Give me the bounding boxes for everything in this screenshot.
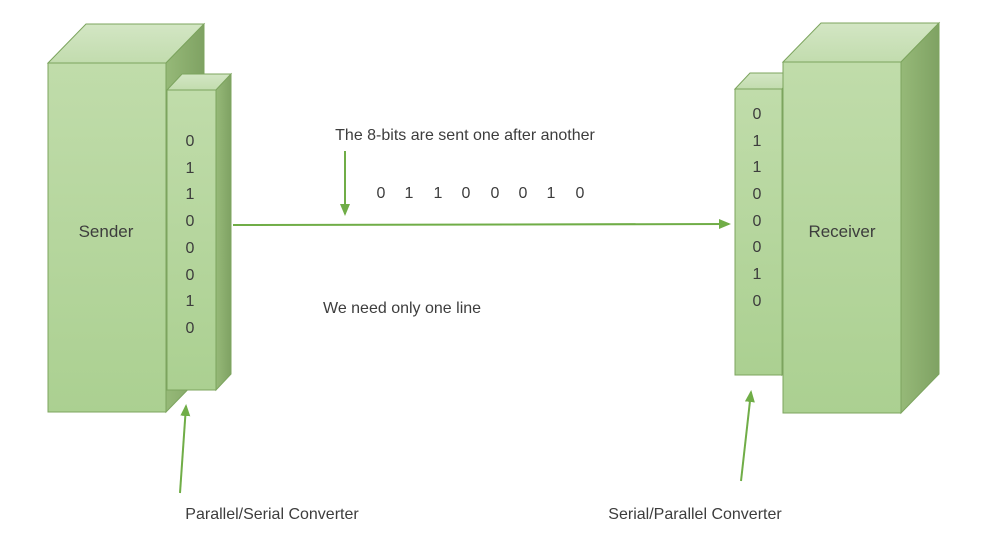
- bit: 1: [753, 133, 762, 150]
- bit: 0: [491, 185, 500, 202]
- parallel-serial-pointer-arrow: [179, 404, 191, 494]
- bit: 0: [753, 239, 762, 256]
- bit: 0: [753, 213, 762, 230]
- receiver-parallel-bits: 0 1 1 0 0 0 1 0: [753, 106, 762, 310]
- serial-bit-stream: 0 1 1 0 0 0 1 0: [377, 185, 585, 202]
- bit: 0: [186, 133, 195, 150]
- bit: 0: [186, 267, 195, 284]
- bit: 0: [753, 186, 762, 203]
- bit: 1: [186, 186, 195, 203]
- serial-parallel-pointer-arrow: [740, 390, 755, 482]
- bit: 0: [753, 106, 762, 123]
- bit: 1: [186, 160, 195, 177]
- receiver-box-side-face: [900, 21, 940, 415]
- bit: 1: [434, 185, 443, 202]
- bit: 1: [547, 185, 556, 202]
- bit: 0: [462, 185, 471, 202]
- serial-parallel-converter-label: Serial/Parallel Converter: [608, 506, 782, 523]
- top-note: The 8-bits are sent one after another: [335, 127, 595, 144]
- serial-line-arrow: [232, 219, 731, 230]
- bit: 0: [186, 240, 195, 257]
- bit: 0: [753, 293, 762, 310]
- parallel-serial-converter-label: Parallel/Serial Converter: [185, 506, 359, 523]
- sender-label: Sender: [79, 222, 134, 241]
- bit: 0: [519, 185, 528, 202]
- sender-box-front-face: [47, 62, 167, 413]
- converter-left-side-face: [215, 72, 232, 392]
- receiver-box: Receiver: [781, 21, 941, 415]
- converter-right-front-face: [734, 88, 783, 376]
- bit: 1: [753, 159, 762, 176]
- sender-parallel-bits: 0 1 1 0 0 0 1 0: [186, 133, 195, 337]
- bit: 0: [186, 213, 195, 230]
- receiver-label: Receiver: [808, 222, 875, 241]
- converter-left-front-face: [166, 89, 217, 391]
- bit: 0: [377, 185, 386, 202]
- bit: 1: [753, 266, 762, 283]
- bit: 1: [405, 185, 414, 202]
- bit: 1: [186, 293, 195, 310]
- parallel-serial-converter-box: 0 1 1 0 0 0 1 0: [165, 72, 233, 392]
- bottom-note: We need only one line: [323, 300, 481, 317]
- receiver-box-front-face: [782, 61, 902, 414]
- bit: 0: [186, 320, 195, 337]
- bit: 0: [576, 185, 585, 202]
